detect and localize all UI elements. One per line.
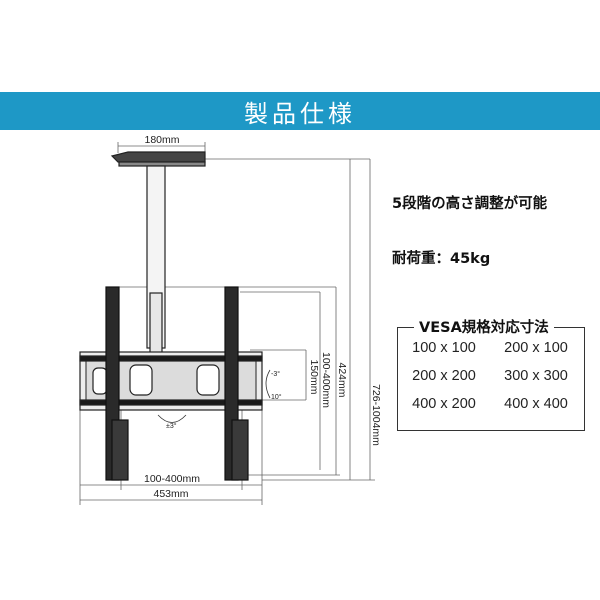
frame-height-label: 424mm [336, 362, 348, 397]
section-title: 製品仕様 [244, 99, 356, 128]
vesa-size: 400 x 200 [412, 396, 476, 412]
short-height-label: 150mm [308, 359, 320, 394]
ceiling-mount [79, 151, 263, 481]
vesa-size-grid: 100 x 100 200 x 100 200 x 200 300 x 300 … [398, 339, 584, 414]
vesa-size: 400 x 400 [504, 396, 568, 412]
vesa-title: VESA規格対応寸法 [414, 316, 554, 337]
vesa-size: 200 x 100 [504, 340, 568, 356]
frame-width-label: 453mm [153, 488, 188, 500]
angle-arrows [157, 369, 271, 423]
vesa-spec-box: VESA規格対応寸法 100 x 100 200 x 100 200 x 200… [397, 316, 585, 431]
height-adjust-text: 5段階の高さ調整が可能 [392, 196, 548, 212]
total-height-label: 726-1004mm [370, 384, 382, 446]
vesa-size: 200 x 200 [412, 368, 476, 384]
tilt-down-label: 10° [271, 393, 282, 401]
vesa-size: 100 x 100 [412, 340, 476, 356]
vesa-size: 300 x 300 [504, 368, 568, 384]
tilt-up-label: -3° [271, 370, 280, 378]
load-capacity-text: 耐荷重：45kg [392, 251, 491, 267]
section-banner: 製品仕様 [0, 92, 600, 130]
vesa-height-label: 100-400mm [320, 352, 332, 408]
top-plate-width-label: 180mm [144, 134, 179, 146]
swivel-label: ±3° [166, 422, 177, 430]
vesa-width-label: 100-400mm [144, 473, 200, 485]
